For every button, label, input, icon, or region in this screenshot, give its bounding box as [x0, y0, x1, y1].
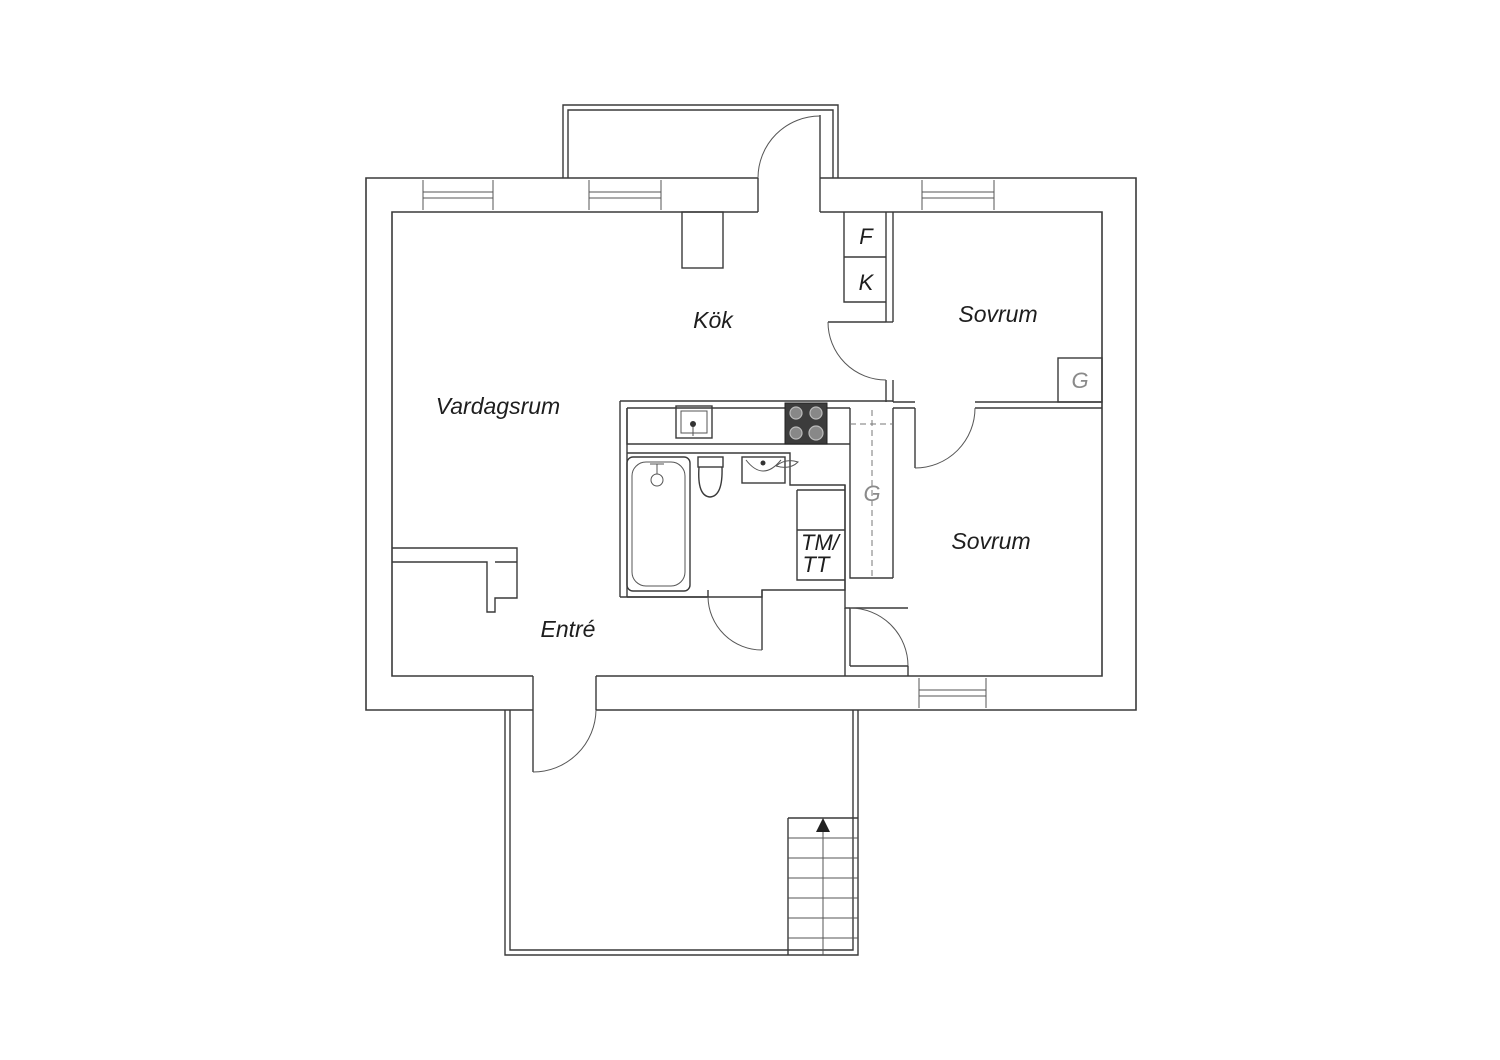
wardrobe-bedroom1-label: G: [1071, 368, 1088, 393]
fridge-freezer-cabinet: [843, 212, 886, 303]
bedroom2-hall-door[interactable]: [849, 607, 909, 676]
balcony: [562, 104, 839, 180]
bedroom1-door[interactable]: [827, 321, 887, 381]
stairs: [787, 817, 858, 955]
toilet-icon: [697, 456, 724, 498]
washer-dryer: [796, 489, 845, 581]
balcony-door[interactable]: [757, 115, 821, 214]
living-room-label: Vardagsrum: [436, 393, 560, 419]
windows: [422, 180, 995, 708]
hall-wardrobe-label: G: [863, 481, 880, 506]
terrace: [504, 710, 859, 956]
washbasin-icon: [741, 456, 799, 484]
exterior-walls: [365, 177, 1137, 711]
bedroom1-label: Sovrum: [958, 301, 1037, 327]
washer-label: TM/: [801, 530, 841, 555]
bathroom-door[interactable]: [707, 590, 763, 651]
hall-wardrobe: [849, 408, 894, 579]
bathroom: [620, 452, 851, 676]
kitchen-label: Kök: [693, 307, 734, 333]
entrance-door[interactable]: [532, 674, 597, 773]
entrance-label: Entré: [541, 616, 596, 642]
bathtub-icon: [626, 456, 691, 592]
dryer-label: TT: [803, 552, 831, 577]
chimney: [681, 211, 724, 269]
kitchen-sink-icon: [675, 405, 713, 439]
stair-arrow-icon: [816, 818, 830, 832]
stove-icon: [784, 402, 828, 445]
kitchen-counter: [619, 400, 893, 597]
entrance-closet: [392, 547, 518, 613]
fridge-label: K: [859, 270, 875, 295]
bedroom2-label: Sovrum: [951, 528, 1030, 554]
wardrobe-bedroom1: [1057, 357, 1103, 403]
bedroom2-door[interactable]: [914, 407, 976, 469]
freezer-label: F: [859, 224, 874, 249]
